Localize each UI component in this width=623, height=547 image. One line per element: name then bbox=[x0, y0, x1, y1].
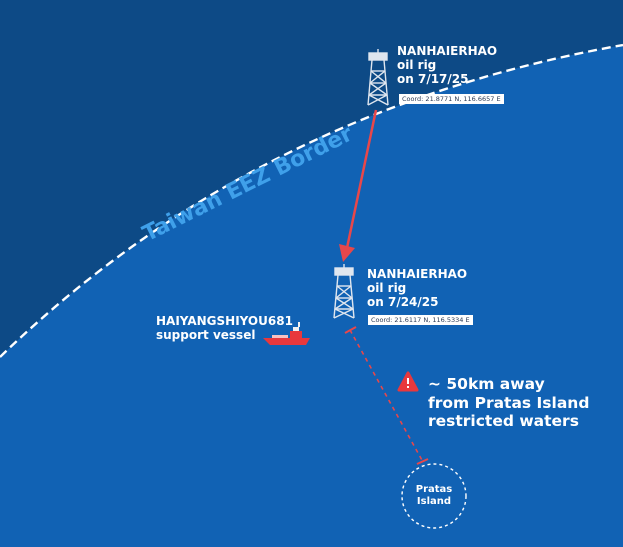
island-name-line-1: Pratas bbox=[415, 484, 453, 495]
pratas-island-marker bbox=[401, 463, 467, 529]
vessel-label: HAIYANGSHIYOU681 support vessel bbox=[156, 314, 293, 342]
vessel-name: HAIYANGSHIYOU681 bbox=[156, 314, 293, 328]
oil-rig-icon bbox=[333, 264, 355, 319]
warning-icon bbox=[397, 371, 419, 392]
rig-name: NANHAIERHAO bbox=[397, 44, 498, 58]
distance-line bbox=[349, 329, 424, 463]
island-name-line-2: Island bbox=[416, 495, 452, 507]
inner-sea-area bbox=[0, 45, 623, 547]
warning-line-2: from Pratas Island bbox=[428, 393, 590, 412]
rig-label-1: NANHAIERHAO oil rig on 7/17/25 bbox=[397, 44, 497, 86]
distance-warning: ~ 50km away from Pratas Island restricte… bbox=[428, 375, 589, 431]
rig-name: NANHAIERHAO bbox=[367, 267, 468, 281]
distance-line-cap-bottom bbox=[416, 458, 429, 465]
rig-coord-badge: Coord: 21.6117 N, 116.5334 E bbox=[368, 315, 473, 325]
warning-line-3: restricted waters bbox=[428, 412, 579, 431]
eez-border-line bbox=[0, 43, 623, 358]
rig-label-2: NANHAIERHAO oil rig on 7/24/25 bbox=[367, 267, 467, 309]
rig-date: on 7/24/25 bbox=[367, 295, 439, 310]
rig-type: oil rig bbox=[397, 58, 437, 73]
vessel-type: support vessel bbox=[156, 328, 256, 343]
oil-rig-icon bbox=[367, 49, 389, 106]
pratas-island-label: Pratas Island bbox=[404, 484, 464, 507]
arrow-head bbox=[339, 244, 355, 262]
distance-line-cap-top bbox=[344, 326, 357, 334]
ship-icon bbox=[263, 322, 310, 345]
rig-coord-badge: Coord: 21.8771 N, 116.6657 E bbox=[399, 94, 504, 104]
warning-line-1: ~ 50km away bbox=[428, 375, 545, 393]
rig-date: on 7/17/25 bbox=[397, 72, 469, 87]
rig-movement-arrow bbox=[345, 109, 378, 249]
rig-type: oil rig bbox=[367, 281, 407, 296]
